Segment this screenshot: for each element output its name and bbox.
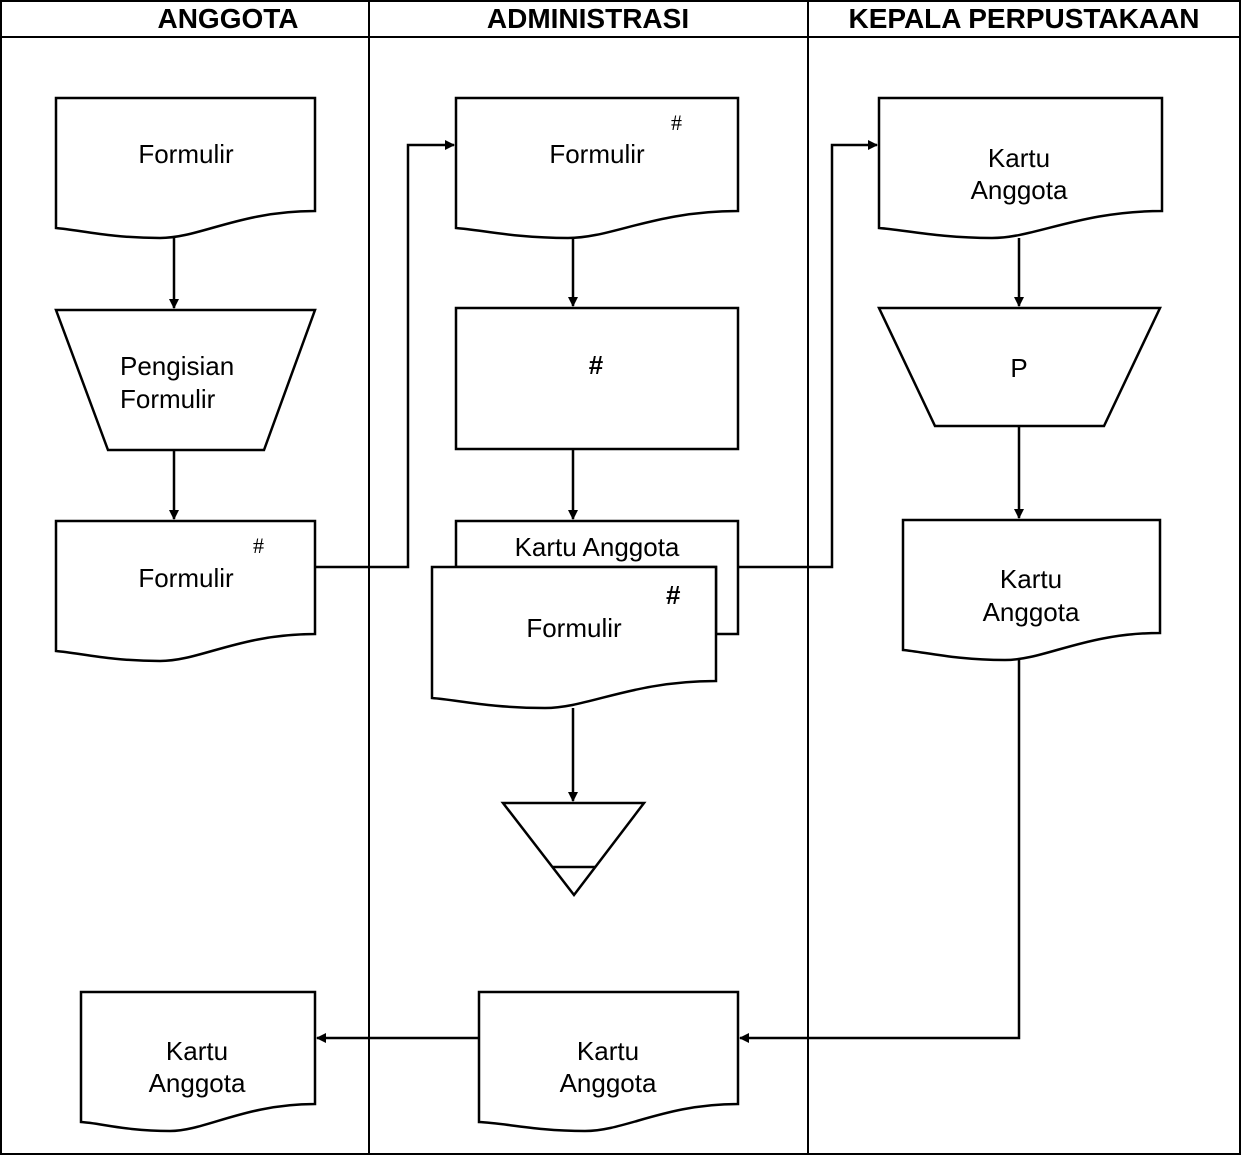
admin-doc-kartu-anggota: Kartu Anggota	[477, 990, 740, 1133]
kepala-manual-operation: P	[877, 306, 1162, 428]
kepala-doc-kartu-anggota-out: Kartu Anggota	[901, 518, 1162, 662]
admin-offline-storage	[500, 801, 647, 898]
anggota-doc-formulir-2: # Formulir	[54, 519, 317, 663]
lane-header-kepala-perpustakaan: KEPALA PERPUSTAKAAN	[848, 3, 1199, 34]
kepala-doc-kartu-anggota: Kartu Anggota	[877, 96, 1164, 240]
anggota-manual-operation: Pengisian Formulir	[54, 308, 317, 452]
connector-kepala-to-admin	[739, 660, 1021, 1043]
admin-process: #	[454, 306, 740, 451]
connectors	[169, 140, 1024, 1043]
kepala-doc-kartu-label-line1: Kartu	[988, 143, 1050, 173]
kepala-doc-kartu-label-line2: Anggota	[971, 175, 1068, 205]
kepala-manual-label: P	[1010, 353, 1027, 383]
admin-doc-formulir: # Formulir	[454, 96, 740, 240]
admin-process-mark: #	[589, 350, 604, 380]
admin-multi-front-label: Formulir	[526, 613, 622, 643]
admin-doc-formulir-mark: #	[671, 110, 682, 135]
anggota-doc-formulir-label: Formulir	[138, 139, 234, 169]
admin-doc-kartu-label-line2: Anggota	[560, 1068, 657, 1098]
anggota-doc-formulir-2-label: Formulir	[138, 563, 234, 593]
admin-doc-kartu-label-line1: Kartu	[577, 1036, 639, 1066]
admin-multi-document: Kartu Anggota # Formulir	[430, 519, 740, 710]
anggota-doc-formulir-2-mark: #	[253, 533, 264, 558]
anggota-manual-label-line2: Formulir	[120, 384, 216, 414]
admin-doc-formulir-label: Formulir	[549, 139, 645, 169]
anggota-doc-kartu-anggota: Kartu Anggota	[79, 990, 317, 1133]
anggota-manual-label-line1: Pengisian	[120, 351, 234, 381]
admin-multi-back-label: Kartu Anggota	[515, 532, 680, 562]
admin-multi-front-mark: #	[666, 580, 681, 610]
anggota-doc-formulir: Formulir	[54, 96, 317, 240]
connector-admin-to-kepala	[738, 140, 878, 569]
lane-header-anggota: ANGGOTA	[157, 3, 298, 34]
anggota-doc-kartu-label-line2: Anggota	[149, 1068, 246, 1098]
connector-anggota-to-admin	[315, 140, 455, 569]
kepala-doc-kartu-out-label-line1: Kartu	[1000, 564, 1062, 594]
lane-header-administrasi: ADMINISTRASI	[487, 3, 689, 34]
anggota-doc-kartu-label-line1: Kartu	[166, 1036, 228, 1066]
kepala-doc-kartu-out-label-line2: Anggota	[983, 597, 1080, 627]
